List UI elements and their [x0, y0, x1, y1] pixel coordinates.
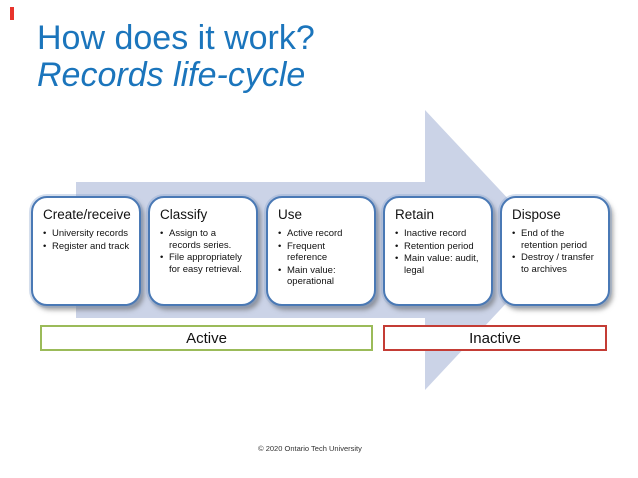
stage-title: Dispose — [512, 207, 561, 222]
bullet-item: Destroy / transfer to archives — [512, 252, 601, 275]
bullet-item: Main value: audit, legal — [395, 253, 484, 276]
bullet-item: Register and track — [43, 241, 132, 253]
bullet-item: Active record — [278, 228, 367, 240]
title-line-2: Records life-cycle — [37, 56, 306, 94]
footer-copyright: © 2020 Ontario Tech University — [258, 444, 362, 453]
phase-bar-active: Active — [40, 325, 373, 351]
stage-box-retain: Retain Inactive record Retention period … — [383, 196, 493, 306]
page-title: How does it work? Records life-cycle — [37, 20, 315, 94]
phase-label-inactive: Inactive — [469, 329, 521, 347]
bullet-item: End of the retention period — [512, 228, 601, 251]
bullet-item: Assign to a records series. — [160, 228, 249, 251]
stage-title: Use — [278, 207, 303, 222]
stage-title: Create/receive — [43, 207, 131, 222]
stage-bullets: Active record Frequent reference Main va… — [278, 228, 367, 288]
stage-bullets: University records Register and track — [43, 228, 132, 252]
stage-title: Classify — [160, 207, 208, 222]
bullet-item: Main value: operational — [278, 265, 367, 288]
stage-title: Retain — [395, 207, 435, 222]
stage-bullets: Assign to a records series. File appropr… — [160, 228, 249, 275]
bullet-item: University records — [43, 228, 132, 240]
stage-bullets: Inactive record Retention period Main va… — [395, 228, 484, 276]
stage-box-use: Use Active record Frequent reference Mai… — [266, 196, 376, 306]
phase-bar-inactive: Inactive — [383, 325, 607, 351]
stage-bullets: End of the retention period Destroy / tr… — [512, 228, 601, 275]
bullet-item: Inactive record — [395, 228, 484, 240]
stage-box-create-receive: Create/receive University records Regist… — [31, 196, 141, 306]
bullet-item: Retention period — [395, 241, 484, 253]
stage-box-dispose: Dispose End of the retention period Dest… — [500, 196, 610, 306]
red-accent-mark — [10, 7, 14, 20]
bullet-item: Frequent reference — [278, 241, 367, 264]
bullet-item: File appropriately for easy retrieval. — [160, 252, 249, 275]
phase-label-active: Active — [186, 329, 227, 347]
title-line-1: How does it work? — [37, 19, 315, 57]
stage-box-classify: Classify Assign to a records series. Fil… — [148, 196, 258, 306]
